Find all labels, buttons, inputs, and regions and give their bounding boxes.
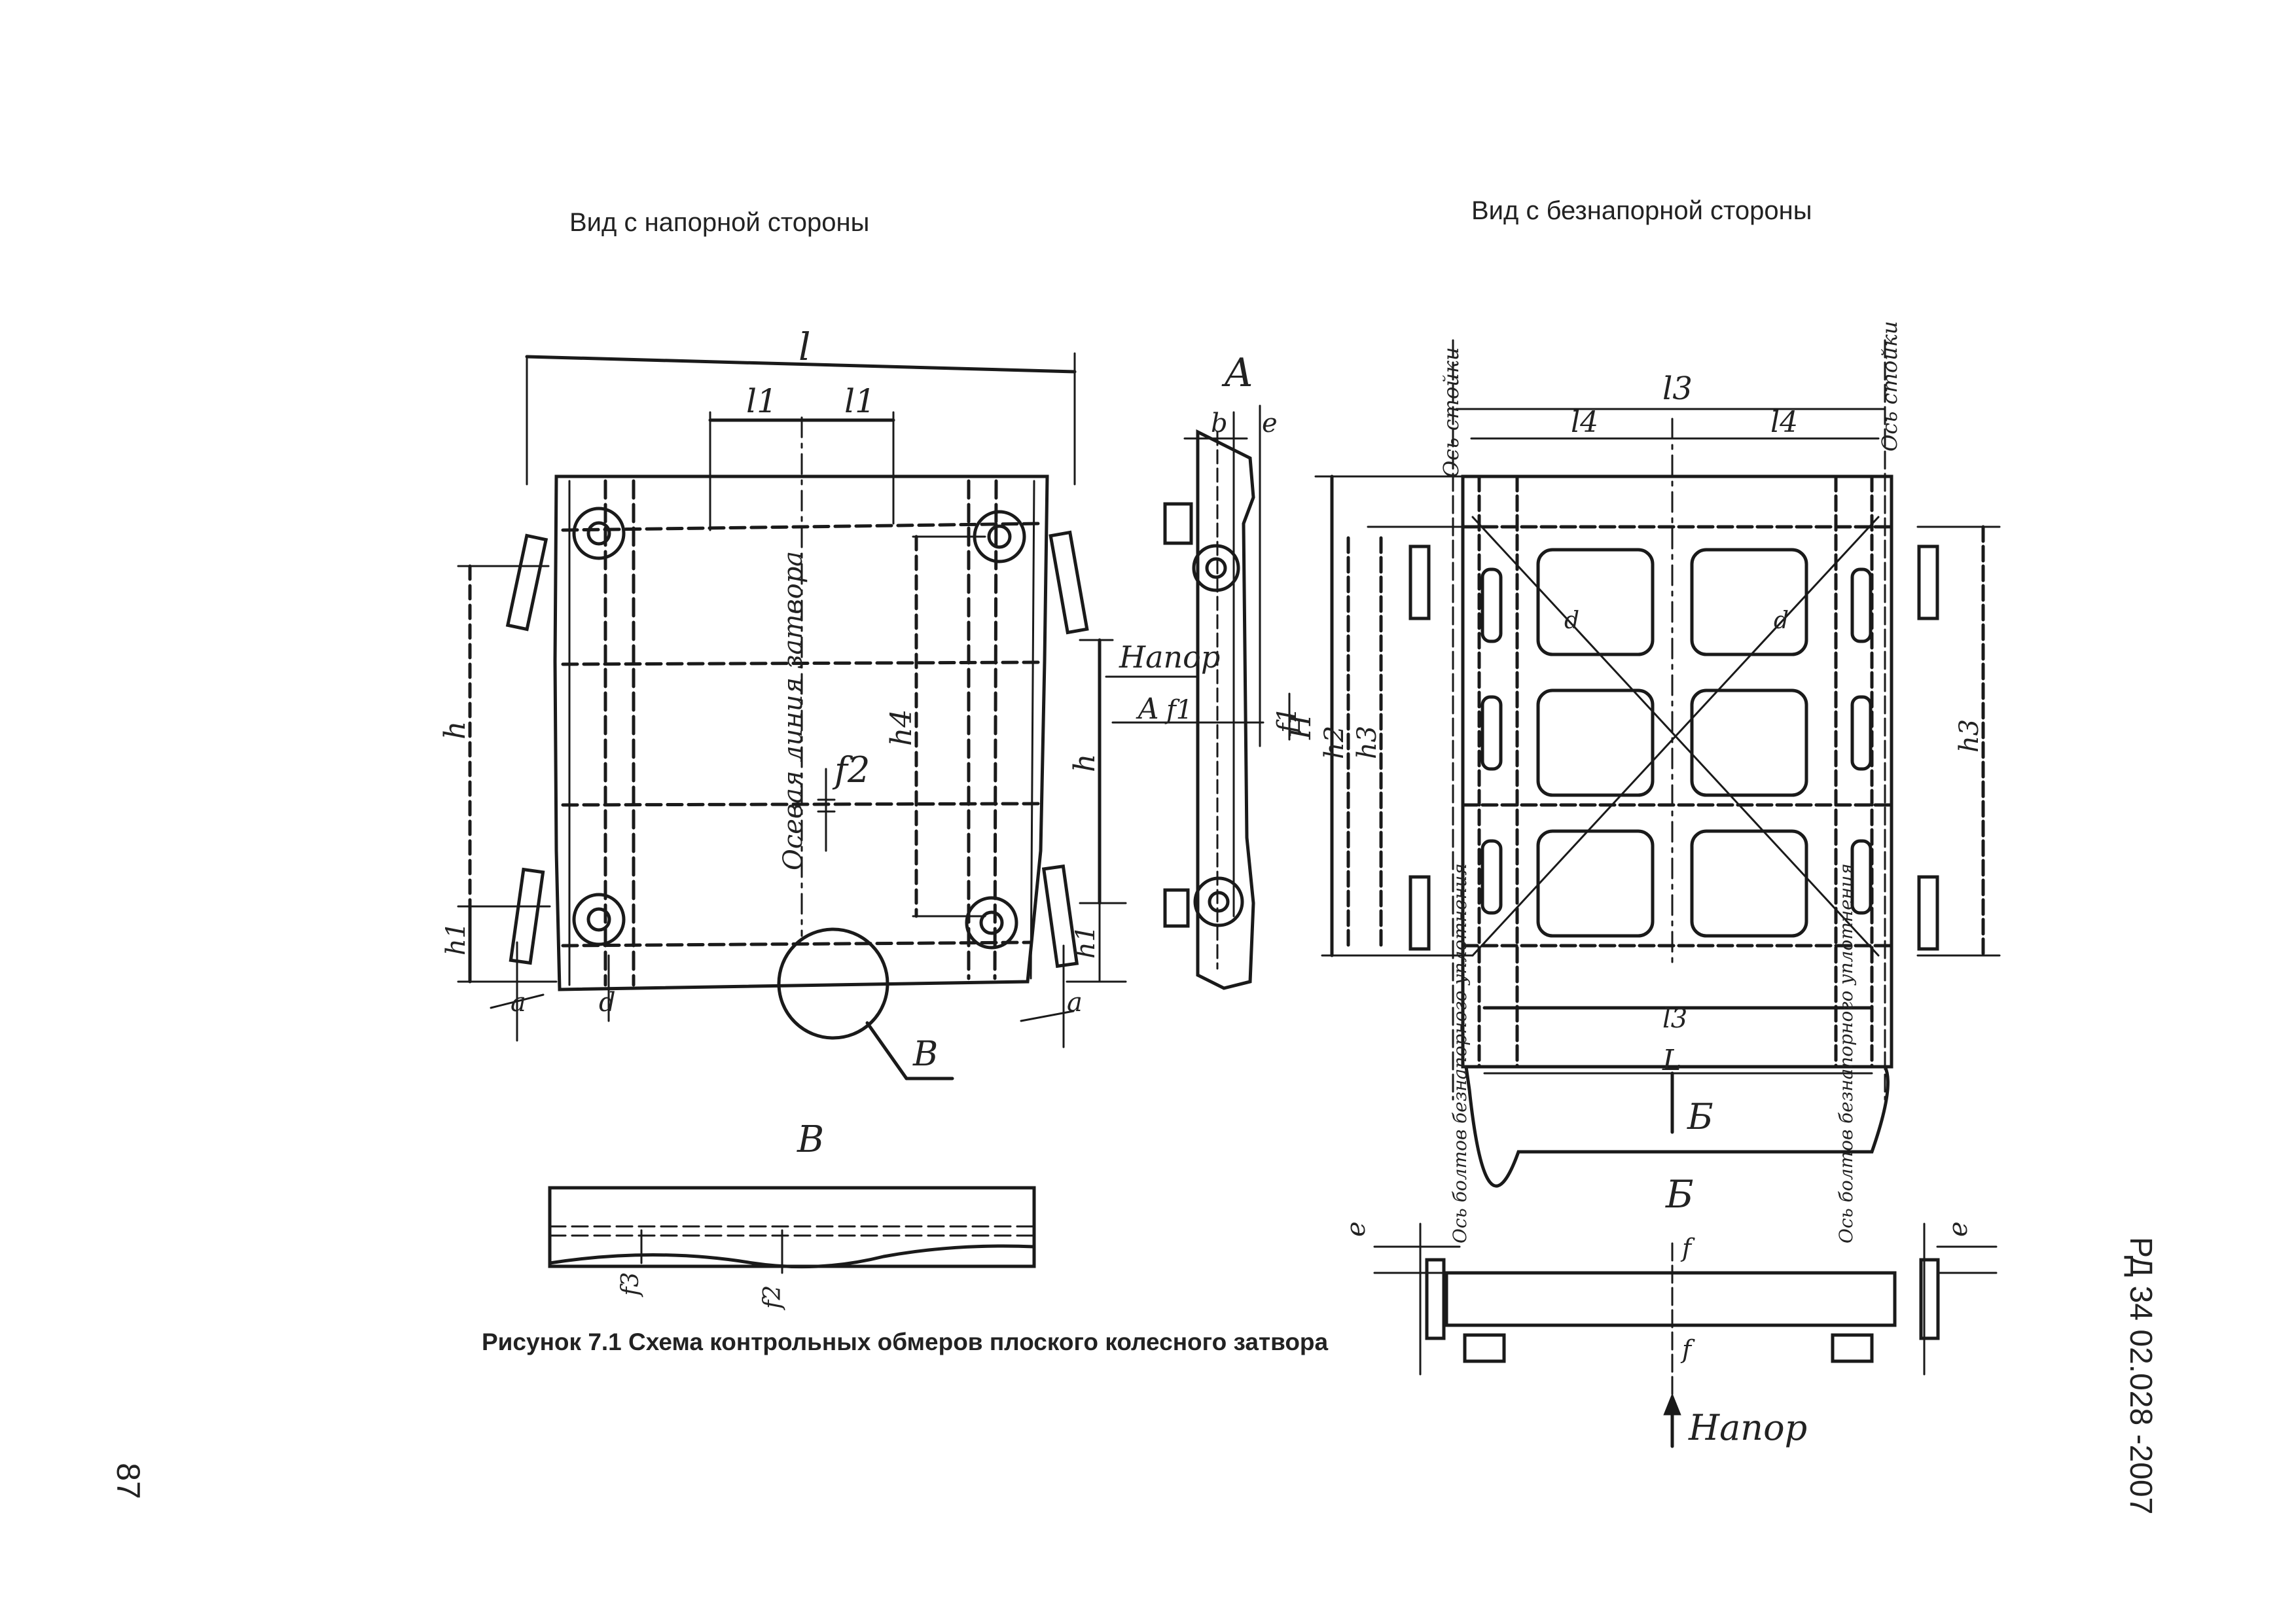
detail-b-title: В [797, 1118, 824, 1161]
section-b-marker: Б [1687, 1096, 1713, 1137]
dim-e-label-a: e [1262, 408, 1278, 438]
dim-a-label-left: a [511, 988, 526, 1018]
axis-stoyki-left: Ось стойки [1439, 347, 1463, 478]
dim-h3-label-right: h3 [1954, 719, 1984, 753]
section-b-title: Б [1665, 1172, 1694, 1217]
dim-f1-label-b: f1 [1272, 707, 1302, 735]
napor-label: Напор [1119, 639, 1220, 675]
dim-b-label: b [1211, 408, 1228, 438]
upstream-view [457, 352, 1127, 1080]
dim-h4-label: h4 [885, 709, 918, 746]
dim-l3-bottom-label: l3 [1662, 1004, 1687, 1034]
dim-f2-label: f2 [832, 749, 870, 791]
dim-l1-label-a: l1 [746, 382, 778, 420]
diag-label-a: d [1564, 607, 1579, 634]
dim-l4-label-b: l4 [1770, 406, 1798, 439]
dim-h2-label: h2 [1319, 726, 1350, 759]
detail-b [548, 1186, 1036, 1274]
dim-h3-label-left: h3 [1352, 726, 1382, 759]
section-a-view [1105, 404, 1291, 990]
dim-f-label-b: f [1680, 1335, 1695, 1364]
detail-b-callout: В [912, 1035, 938, 1074]
dim-L-label: L [1662, 1044, 1681, 1077]
dim-h1-label-right: h1 [1071, 925, 1101, 959]
figure-caption: Рисунок 7.1 Схема контрольных обмеров пл… [482, 1329, 1329, 1355]
napor-bottom-label: Напор [1688, 1407, 1807, 1448]
right-view-heading: Вид с безнапорной стороны [1471, 196, 1812, 225]
left-view-heading: Вид с напорной стороны [569, 208, 870, 237]
dim-l-label: l [798, 325, 811, 369]
dim-f2-detail-label: f2 [759, 1285, 786, 1311]
section-a-marker: А [1136, 692, 1159, 726]
dim-e-label-c: e [1943, 1221, 1973, 1237]
dim-f3-label: f3 [617, 1272, 644, 1298]
dim-f-label-a: f [1680, 1234, 1695, 1262]
dim-f1-label-a: f1 [1164, 695, 1193, 725]
downstream-view [1314, 339, 2001, 1448]
dim-l1-label-b: l1 [844, 382, 876, 420]
diag-label-b: d [1774, 607, 1789, 634]
dim-H-label-a: H [1284, 713, 1318, 740]
dim-h-label-left: h [439, 721, 472, 740]
dim-h1-label-left: h1 [441, 922, 471, 955]
section-a-title: А [1221, 350, 1253, 396]
dim-l4-label-a: l4 [1571, 406, 1598, 439]
axis-stoyki-right: Ось стойки [1877, 321, 1902, 452]
dim-l3-label: l3 [1662, 370, 1693, 407]
axis-line-label: Осевая линия затвора [778, 551, 808, 870]
dim-d-label: d [599, 988, 616, 1018]
dim-e-label-b: e [1341, 1221, 1371, 1237]
axis-bolts-right: Ось болтов безнапорного уплотнения [1835, 863, 1857, 1243]
axis-bolts-left: Ось болтов безнапорного уплотнения [1449, 863, 1471, 1243]
dim-a-label-right: a [1067, 988, 1083, 1018]
dim-h-label-right: h [1068, 754, 1102, 772]
